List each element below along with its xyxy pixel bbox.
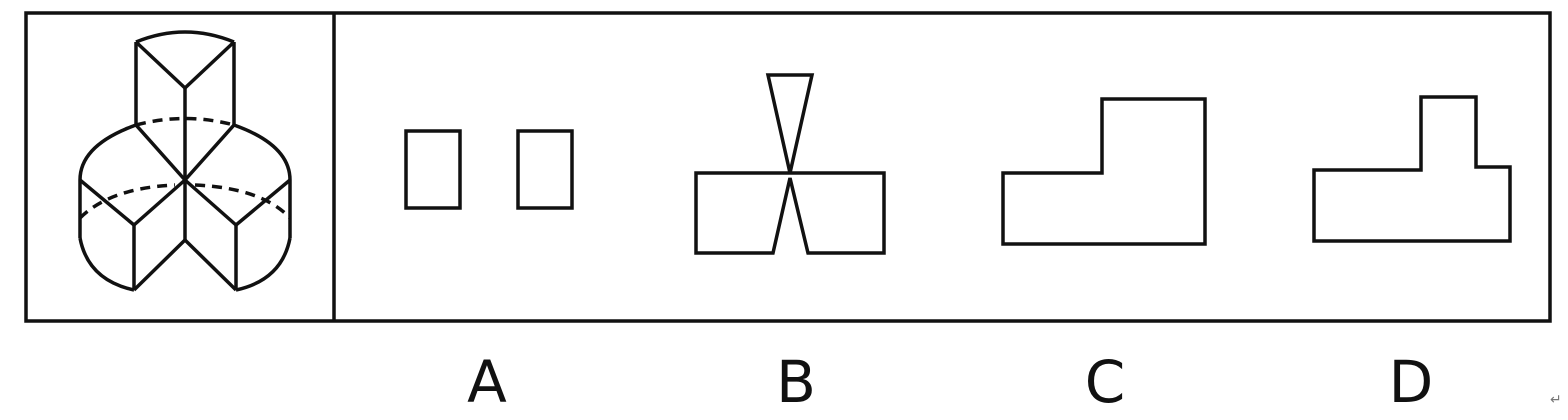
cylinder-bottom-left-arc: [78, 237, 135, 292]
paragraph-return-mark: ↵: [1550, 392, 1562, 408]
cylinder-top-right-arc: [233, 123, 292, 181]
cylinder-top-left-arc: [78, 123, 137, 181]
hidden-top-ellipse: [135, 116, 235, 127]
hidden-mid-ellipse-left: [78, 183, 176, 220]
option-a-label[interactable]: A: [467, 348, 507, 416]
option-d-label[interactable]: D: [1388, 348, 1434, 416]
cylinder-bottom-right-arc: [235, 237, 292, 292]
option-c-figure: [1001, 97, 1207, 246]
option-d-figure: [1312, 95, 1512, 243]
option-c-label[interactable]: C: [1084, 348, 1126, 416]
top-wedge-back-arc: [135, 30, 235, 44]
hidden-mid-ellipse-right: [194, 183, 292, 220]
option-a-figure: [404, 129, 574, 210]
given-solid-figure: [78, 30, 292, 292]
option-b-figure: [694, 73, 886, 255]
outer-frame: [24, 11, 1552, 323]
option-b-label[interactable]: B: [776, 348, 816, 416]
